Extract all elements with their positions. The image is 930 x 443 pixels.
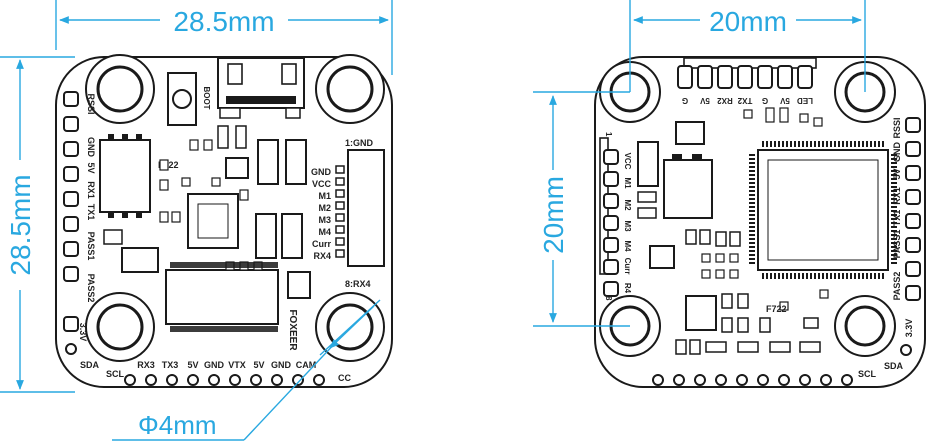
height-dimension-back: 20mm — [538, 176, 569, 254]
back-left-pads — [599, 137, 619, 297]
back-board: G 5V RX2 TX2 G 5V LED VCC M1 M2 M3 M4 Cu… — [594, 56, 926, 388]
mount-hole-tr — [315, 54, 385, 124]
front-right-pin: M2 — [318, 203, 331, 213]
width-dimension-back: 20mm — [709, 6, 787, 37]
height-dimension-front: 28.5mm — [5, 174, 36, 275]
back-top-pin: 5V — [699, 96, 709, 105]
front-bottom-pin: VTX — [228, 360, 246, 370]
front-bottom-pin: RX3 — [137, 360, 155, 370]
back-bottom-pads — [652, 374, 853, 386]
back-top-pin: LED — [797, 96, 813, 105]
front-right-pin: RX4 — [313, 251, 331, 261]
front-bottom-pin: 5V — [187, 360, 198, 370]
front-bottom-pin: TX3 — [162, 360, 179, 370]
front-cc-label: CC — [338, 373, 351, 383]
back-chip-label: F722 — [766, 304, 787, 314]
usb-connector — [217, 57, 305, 119]
back-components — [637, 107, 829, 355]
front-left-pin: GND — [86, 137, 96, 158]
boot-button: BOOT — [167, 72, 211, 126]
front-left-pin: RX1 — [86, 181, 96, 199]
front-left-pin: PASS1 — [86, 232, 96, 261]
width-dimension-front: 28.5mm — [173, 6, 274, 37]
front-bottom-pin-labels: RX3 TX3 5V GND VTX 5V GND CAM — [137, 360, 316, 370]
front-bottom-pin: 5V — [253, 360, 264, 370]
back-top-pin: G — [682, 96, 688, 105]
mount-hole-bl — [85, 292, 155, 362]
boot-label: BOOT — [202, 86, 211, 109]
back-right-pads — [900, 117, 921, 356]
back-top-pads — [677, 57, 817, 89]
front-left-pads — [63, 91, 79, 355]
back-right-pin: RSSI — [892, 117, 902, 138]
back-scl-label: SCL — [858, 369, 877, 379]
back-num-8: 8 — [604, 296, 613, 301]
back-left-pin: M4 — [623, 240, 632, 252]
front-left-pin: 3.3V — [78, 323, 88, 342]
front-dimensions: 28.5mm 28.5mm Φ4mm — [0, 0, 393, 441]
back-sda-label: SDA — [884, 361, 904, 371]
front-right-pin: GND — [311, 167, 332, 177]
back-mount-hole-br — [834, 295, 896, 357]
back-left-pin: M2 — [623, 199, 632, 211]
back-top-pin: G — [762, 96, 768, 105]
back-dimensions: 20mm 20mm — [533, 0, 866, 327]
front-right-pin: M1 — [318, 191, 331, 201]
front-sda-label: SDA — [80, 360, 100, 370]
front-left-pin: RSSI — [86, 93, 96, 114]
front-scl-label: SCL — [106, 369, 125, 379]
front-left-pin: TX1 — [86, 204, 96, 221]
front-right-pin: VCC — [312, 179, 332, 189]
front-left-pin-labels: RSSI GND 5V RX1 TX1 PASS1 PASS2 3.3V — [78, 93, 96, 341]
front-bottom-pin: CAM — [296, 360, 317, 370]
front-bottom-pin: GND — [271, 360, 292, 370]
motor-header-label: 1:GND — [345, 138, 374, 148]
brand-label: FOXEER — [287, 309, 298, 351]
back-right-pin: GND — [892, 142, 902, 163]
back-mcu — [749, 141, 897, 279]
back-left-pin: M3 — [623, 220, 632, 232]
front-right-pin: Curr — [312, 239, 331, 249]
front-right-pin-labels: GND VCC M1 M2 M3 M4 Curr RX4 — [311, 167, 332, 261]
front-right-pin: M3 — [318, 215, 331, 225]
front-components — [99, 125, 311, 332]
back-right-pin: PASS2 — [892, 272, 902, 301]
motor-connector — [335, 149, 385, 267]
front-board: BOOT RSSI GND 5V RX1 — [55, 54, 393, 388]
back-top-pin: 5V — [779, 96, 789, 105]
back-top-pin-labels: G 5V RX2 TX2 G 5V LED — [682, 96, 813, 105]
back-left-pin-labels: VCC M1 M2 M3 M4 Curr R4 — [623, 153, 632, 294]
front-bottom-pin: GND — [204, 360, 225, 370]
hole-diameter-dimension: Φ4mm — [138, 410, 217, 440]
back-top-pin: TX2 — [737, 96, 752, 105]
back-left-pin: M1 — [623, 177, 632, 189]
front-bottom-pads — [124, 374, 325, 386]
front-left-pin: PASS2 — [86, 274, 96, 303]
back-top-pin: RX2 — [717, 96, 733, 105]
back-left-pin: R4 — [623, 283, 632, 294]
front-right-pin: M4 — [318, 227, 331, 237]
back-left-pin: Curr — [623, 258, 632, 275]
front-left-pin: 5V — [86, 162, 96, 173]
back-left-pin: VCC — [623, 153, 632, 170]
mount-hole-tl — [85, 54, 155, 124]
motor-header-end-label: 8:RX4 — [345, 279, 371, 289]
back-right-pin: 3.3V — [904, 319, 914, 338]
back-num-1: 1 — [604, 132, 613, 137]
